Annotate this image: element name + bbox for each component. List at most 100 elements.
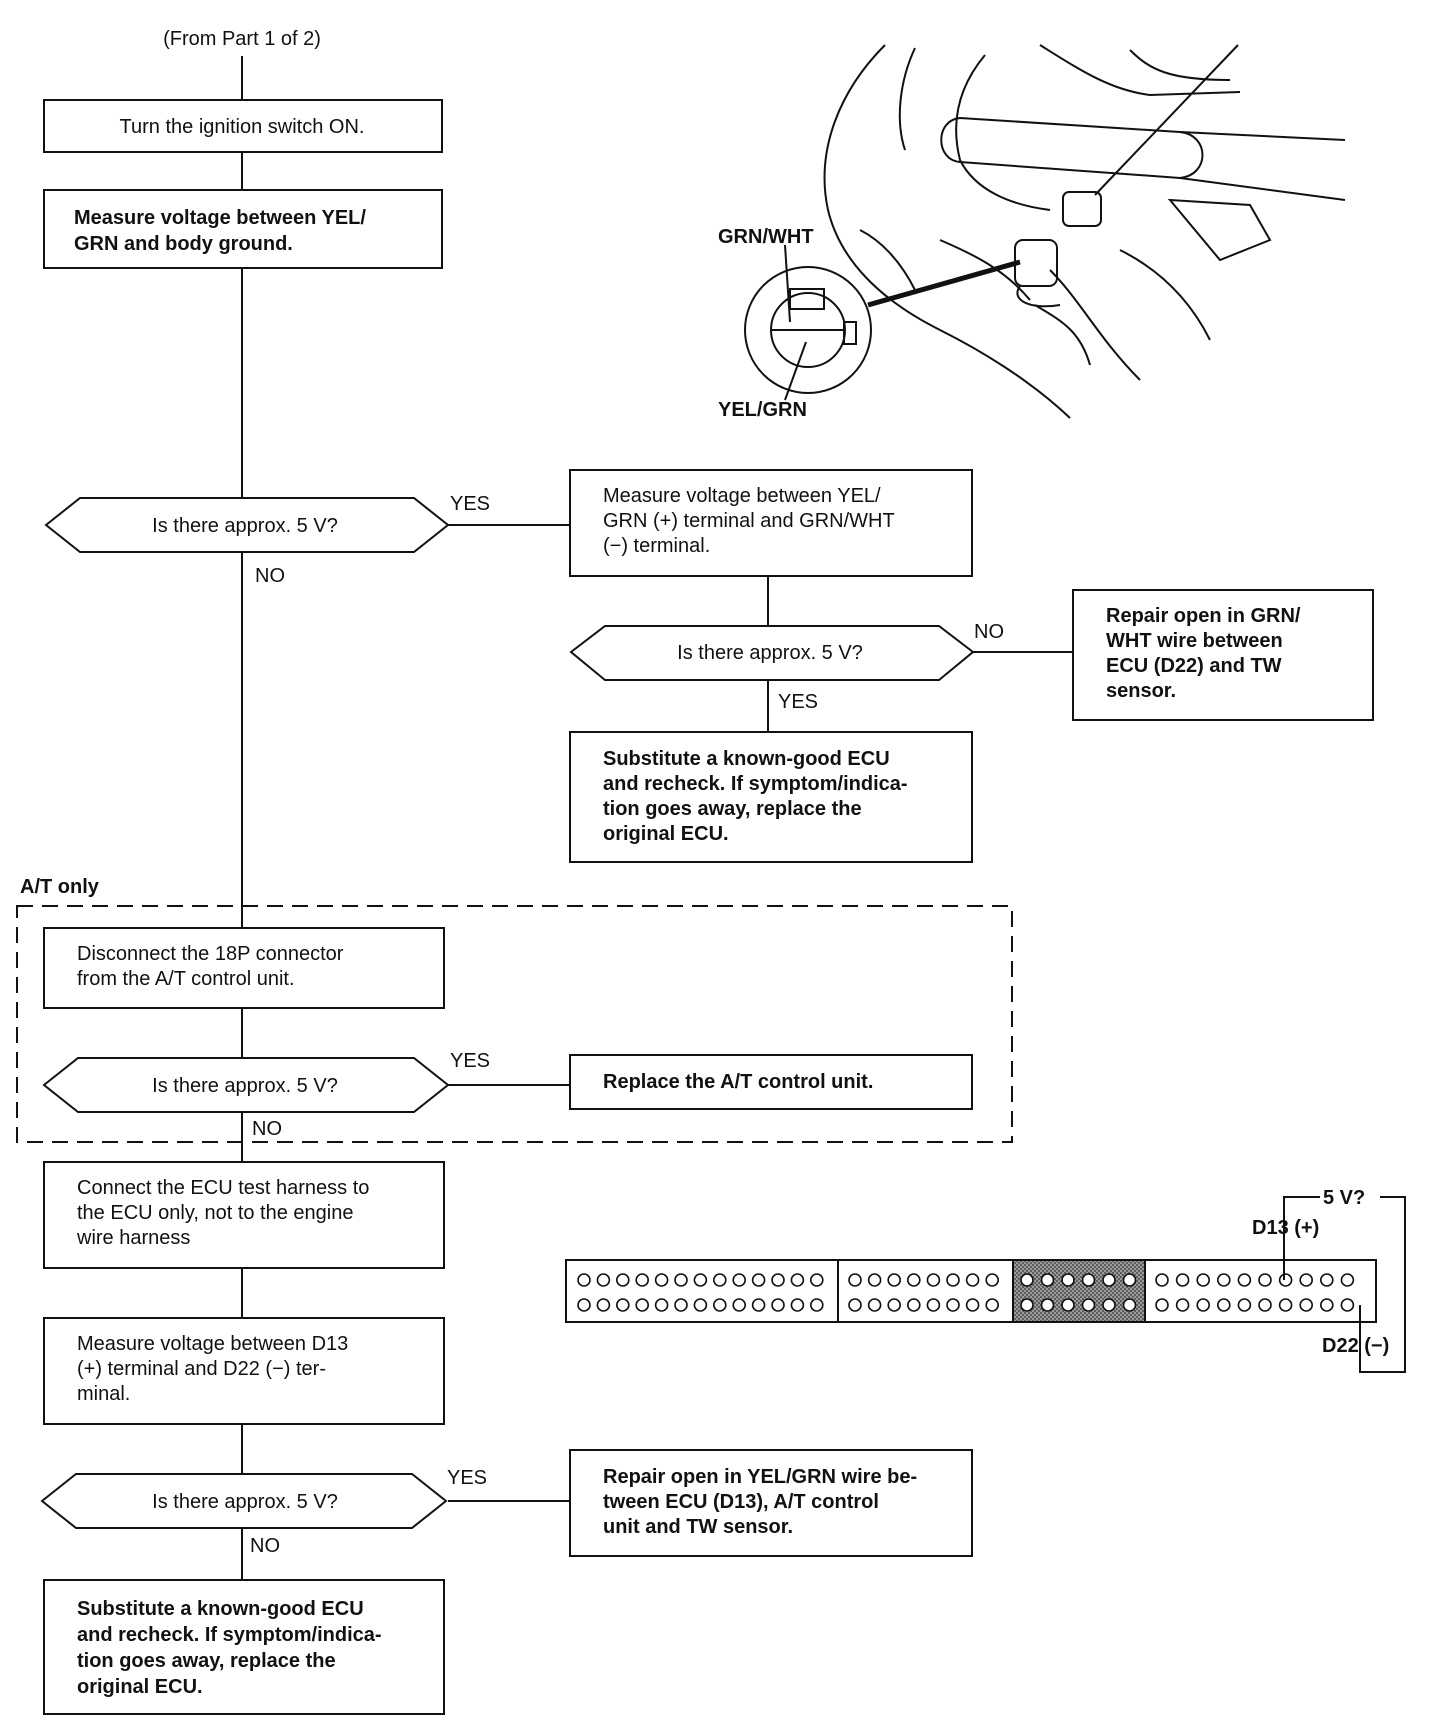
voltage-label: 5 V? bbox=[1323, 1187, 1365, 1209]
connector-pin bbox=[1122, 1273, 1137, 1287]
decision-4: Is there approx. 5 V? bbox=[40, 1473, 448, 1529]
connector-pin bbox=[926, 1273, 941, 1287]
connector-pin bbox=[1299, 1298, 1313, 1312]
step-text: Measure voltage between YEL/ GRN (+) ter… bbox=[603, 485, 900, 557]
connector-pin bbox=[1175, 1298, 1190, 1312]
step-text: Replace the A/T control unit. bbox=[603, 1071, 873, 1093]
step-text: Measure voltage between YEL/ GRN and bod… bbox=[74, 207, 372, 255]
connector-block-c bbox=[1012, 1259, 1146, 1323]
ecu-connector-diagram: 5 V? D13 (+) D22 (−) bbox=[565, 1187, 1406, 1373]
connector-pin bbox=[809, 1273, 824, 1287]
connector-pin bbox=[1217, 1298, 1231, 1312]
connector-pin bbox=[732, 1273, 747, 1287]
yes-label-4: YES bbox=[447, 1467, 487, 1489]
connector-pin bbox=[809, 1298, 824, 1312]
grn-wht-label: GRN/WHT bbox=[718, 226, 814, 248]
connector-pin bbox=[674, 1273, 688, 1287]
step-text: Repair open in YEL/GRN wire be- tween EC… bbox=[603, 1466, 923, 1538]
decision-3: Is there approx. 5 V? bbox=[42, 1057, 450, 1113]
connector-pin bbox=[1278, 1298, 1293, 1312]
connector-pin bbox=[1020, 1298, 1034, 1312]
connector-block-a bbox=[565, 1259, 839, 1323]
connector-pin bbox=[926, 1298, 941, 1312]
decision-text: Is there approx. 5 V? bbox=[677, 642, 863, 664]
leader-line bbox=[867, 259, 1021, 308]
engine-outline bbox=[823, 44, 1071, 419]
connector-pin bbox=[887, 1273, 902, 1287]
step-measure-yel-grn-body-ground: Measure voltage between YEL/ GRN and bod… bbox=[43, 189, 443, 269]
connector-pin bbox=[985, 1298, 1000, 1312]
connector-pin bbox=[1081, 1273, 1096, 1287]
connector-pin bbox=[1237, 1273, 1252, 1287]
at-only-label: A/T only bbox=[20, 876, 100, 898]
step-text: Measure voltage between D13 (+) terminal… bbox=[77, 1333, 354, 1405]
connector-pin bbox=[1081, 1298, 1096, 1312]
engine-outline bbox=[1129, 49, 1231, 81]
no-label-3: NO bbox=[252, 1118, 282, 1140]
connector-pin bbox=[1320, 1298, 1334, 1312]
connector-pin bbox=[1061, 1298, 1075, 1312]
step-text: Connect the ECU test harness to the ECU … bbox=[76, 1177, 375, 1249]
engine-outline bbox=[1167, 198, 1272, 262]
connector-pin bbox=[1155, 1273, 1169, 1287]
connector-pin bbox=[771, 1298, 785, 1312]
harness-wire bbox=[1034, 304, 1091, 366]
connector-pin bbox=[1040, 1273, 1055, 1287]
connector-pin bbox=[1122, 1298, 1137, 1312]
connector-pin bbox=[654, 1273, 669, 1287]
connector-pin bbox=[674, 1298, 688, 1312]
connector-pin bbox=[577, 1298, 591, 1312]
engine-outline bbox=[898, 47, 916, 151]
decision-1: Is there approx. 5 V? bbox=[44, 497, 450, 553]
connector-body bbox=[565, 1259, 1377, 1323]
connector-pin bbox=[1175, 1273, 1190, 1287]
connector-pin bbox=[635, 1298, 650, 1312]
step-repair-grn-wht: Repair open in GRN/ WHT wire between ECU… bbox=[1072, 589, 1374, 721]
decision-text: Is there approx. 5 V? bbox=[152, 1075, 338, 1097]
connector-pin bbox=[615, 1273, 630, 1287]
connector-pin bbox=[577, 1273, 591, 1287]
connector-pin bbox=[848, 1273, 862, 1287]
connector-pin bbox=[965, 1273, 980, 1287]
no-label-1: NO bbox=[255, 565, 285, 587]
step-repair-yel-grn: Repair open in YEL/GRN wire be- tween EC… bbox=[569, 1449, 973, 1557]
connector-block-d bbox=[1144, 1259, 1377, 1323]
step-replace-at-unit: Replace the A/T control unit. bbox=[569, 1054, 973, 1110]
connector-pins bbox=[577, 1273, 1355, 1312]
connector-pin bbox=[1299, 1273, 1313, 1287]
connector-pin bbox=[712, 1273, 727, 1287]
engine-outline bbox=[1039, 44, 1241, 97]
connector-pin bbox=[906, 1273, 921, 1287]
connector-pin bbox=[1278, 1273, 1293, 1287]
step-text: Repair open in GRN/ WHT wire between ECU… bbox=[1106, 605, 1306, 702]
connector-pin bbox=[693, 1273, 708, 1287]
connector-pin bbox=[732, 1298, 747, 1312]
connector-pin bbox=[1237, 1298, 1252, 1312]
step-text: Substitute a known-good ECU and recheck.… bbox=[77, 1598, 387, 1698]
decision-text: Is there approx. 5 V? bbox=[152, 515, 338, 537]
connector-pin bbox=[596, 1298, 611, 1312]
no-label-2: NO bbox=[974, 621, 1004, 643]
hose bbox=[940, 116, 1204, 180]
connector-pin bbox=[693, 1298, 708, 1312]
connector-pin bbox=[1217, 1273, 1231, 1287]
decision-text: Is there approx. 5 V? bbox=[152, 1491, 338, 1513]
connector-pin bbox=[790, 1298, 805, 1312]
no-label-4: NO bbox=[250, 1535, 280, 1557]
yel-grn-label: YEL/GRN bbox=[718, 399, 807, 421]
d22-label: D22 (−) bbox=[1322, 1335, 1389, 1357]
hose bbox=[1179, 131, 1346, 201]
connector-pin bbox=[867, 1273, 882, 1287]
connector-pin bbox=[1340, 1298, 1355, 1312]
step-connect-test-harness: Connect the ECU test harness to the ECU … bbox=[43, 1161, 445, 1269]
connector-pin bbox=[887, 1298, 902, 1312]
connector-face-inset bbox=[744, 266, 872, 394]
connector-block-b bbox=[837, 1259, 1014, 1323]
connector-pin bbox=[1196, 1273, 1210, 1287]
connector-pin bbox=[1196, 1298, 1210, 1312]
decision-2: Is there approx. 5 V? bbox=[569, 625, 975, 681]
tw-sensor-illustration: GRN/WHT YEL/GRN bbox=[718, 44, 1346, 421]
connector-pin bbox=[1320, 1273, 1334, 1287]
connector-pin bbox=[1102, 1273, 1116, 1287]
adjacent-sensor bbox=[1062, 44, 1239, 227]
